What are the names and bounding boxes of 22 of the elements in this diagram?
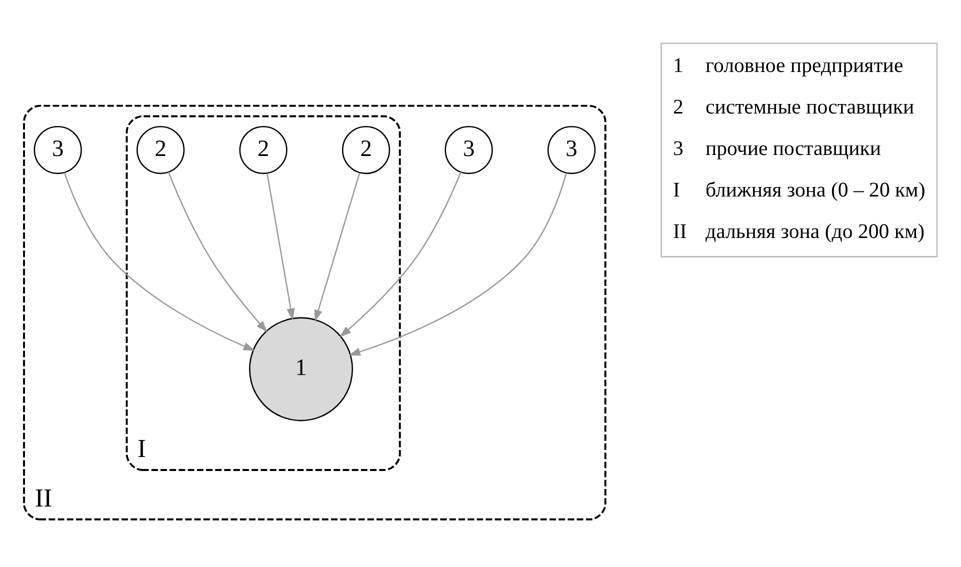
arrow: [348, 172, 567, 356]
label: II: [672, 220, 687, 243]
node-circle: 3: [444, 125, 493, 174]
label: 3: [672, 136, 684, 160]
label: 1: [672, 53, 684, 76]
label: системные поставщики: [705, 94, 914, 118]
arrow: [340, 171, 462, 337]
arrow: [168, 171, 268, 332]
label: ближняя зона (0 – 20 км): [705, 178, 926, 202]
node-circle: 2: [136, 125, 185, 174]
node-circle: 2: [342, 125, 390, 174]
label: головное предприятие: [705, 53, 904, 76]
arrow: [266, 172, 295, 320]
label: 2: [672, 94, 684, 118]
node-circle: 2: [239, 125, 288, 174]
label: I: [672, 178, 680, 202]
label: дальняя зона (до 200 км): [705, 220, 925, 243]
arrow: [64, 172, 256, 350]
arrow: [314, 172, 360, 322]
label: прочие поставщики: [705, 136, 881, 160]
node-circle: 3: [547, 125, 596, 174]
node-circle: 3: [34, 125, 82, 174]
